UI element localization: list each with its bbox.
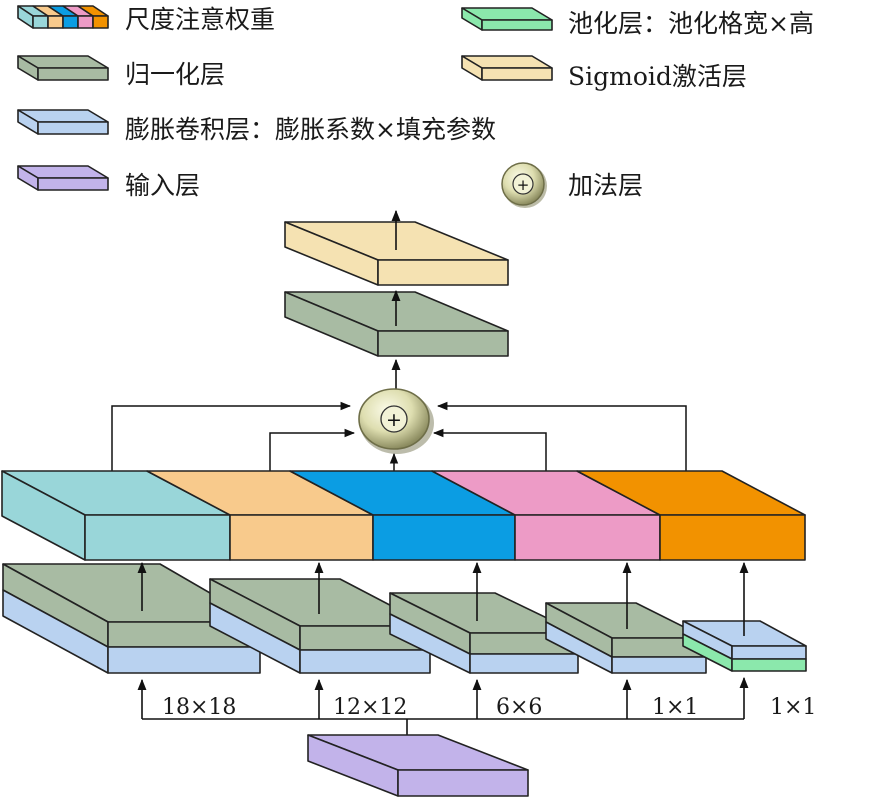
legend-label-input: 输入层 [125,171,200,200]
legend-swatch-sigmoid [461,55,553,81]
legend-label-dilated-conv: 膨胀卷积层：膨胀系数×填充参数 [125,115,496,144]
legend-label-add: 加法层 [568,171,643,200]
legend-label-sigmoid: Sigmoid激活层 [568,62,747,91]
legend-add-symbol: + [517,176,530,194]
legend-swatch-input [17,165,109,191]
branch-labels: 18×18 12×12 6×6 1×1 1×1 [150,692,835,720]
legend-swatch-scale-weights [17,5,109,29]
branch-5 [682,620,807,672]
branch-3 [389,592,579,674]
branch-4-label: 1×1 [652,695,698,720]
legend-label-pool: 池化层：池化格宽×高 [568,9,814,38]
legend-swatch-pool [461,7,553,31]
branch-5-label: 1×1 [770,695,816,720]
input-layer [307,734,529,797]
legend-swatch-dilated-conv [17,109,109,135]
branch-3-label: 6×6 [496,695,542,720]
scale-weight-layer [1,470,806,561]
legend-swatch-normalization [17,55,109,81]
branch-1-label: 18×18 [162,695,236,720]
input-distribution [137,676,749,748]
branch-4 [545,602,707,674]
add-node-symbol: + [386,409,402,431]
legend-label-scale-weights: 尺度注意权重 [125,5,275,34]
branch-up-arrows [137,561,749,636]
legend-add-icon: + [501,162,547,208]
branch-2 [209,578,431,674]
legend: 尺度注意权重 池化层：池化格宽×高 归一化层 Sigmoid激活层 膨胀卷积层：… [17,5,814,208]
branch-2-label: 12×12 [333,695,407,720]
add-node: + [358,388,434,454]
legend-label-normalization: 归一化层 [125,60,225,89]
